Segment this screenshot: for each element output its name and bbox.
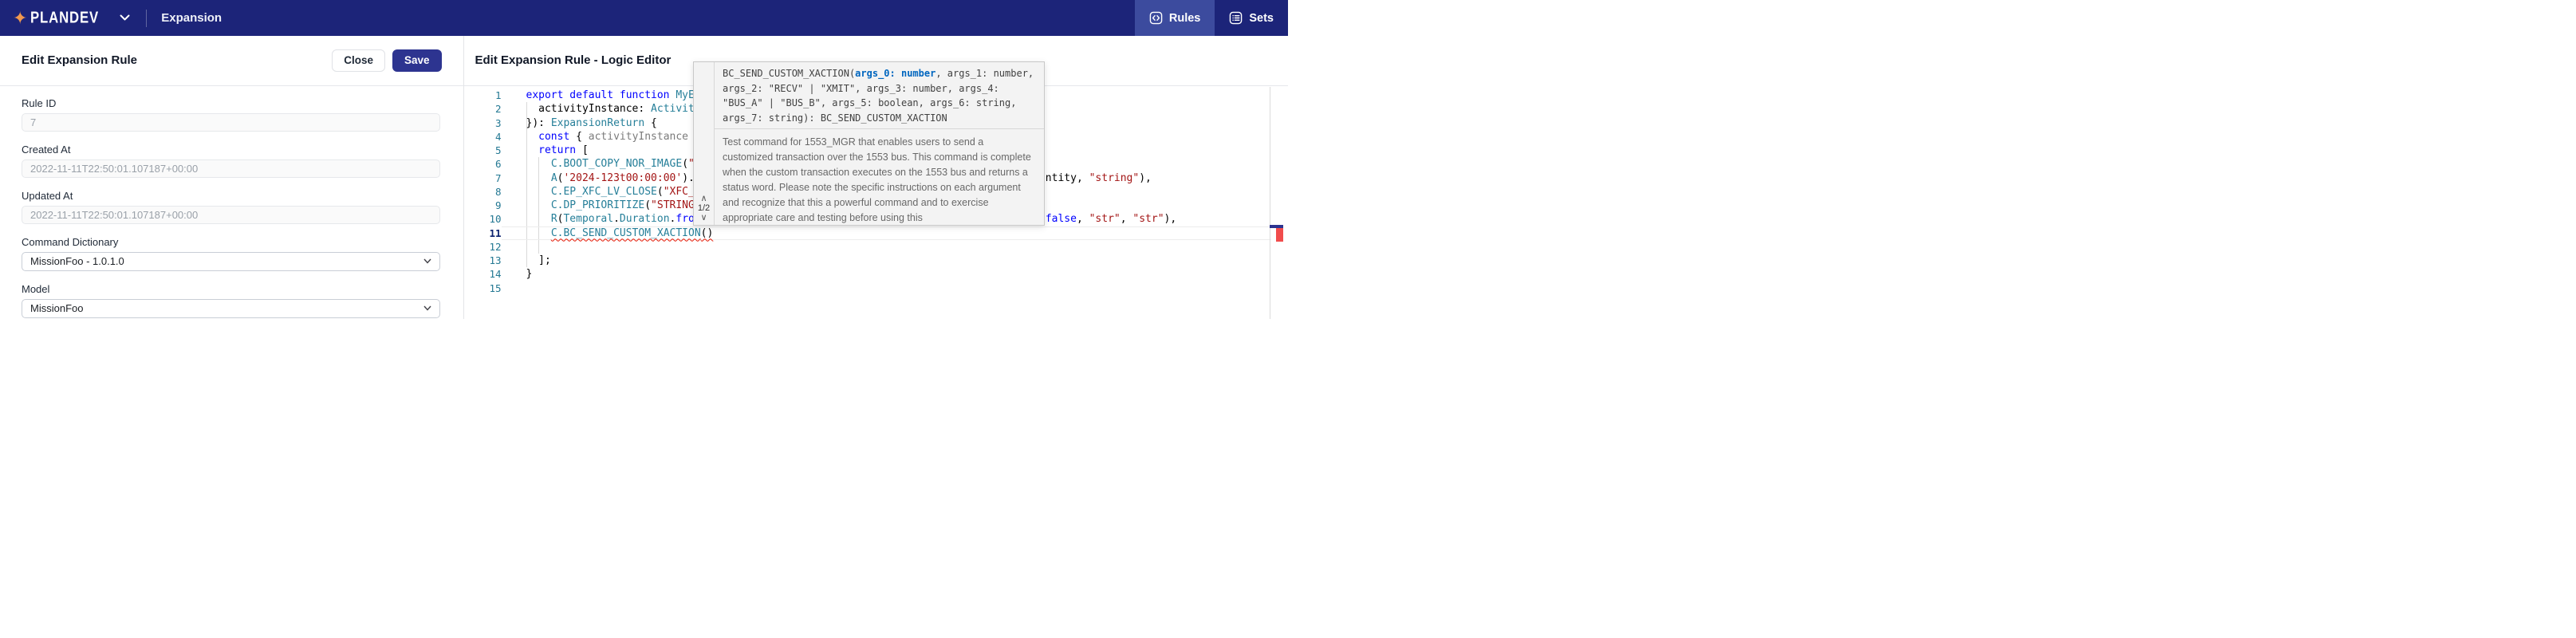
line-number: 7	[494, 171, 502, 184]
panel-title: Edit Expansion Rule	[22, 53, 138, 68]
created-at-label: Created At	[22, 143, 71, 156]
chevron-down-icon	[423, 305, 431, 311]
overview-error-marker	[1276, 227, 1283, 242]
line-number: 3	[494, 116, 502, 129]
page-title: Expansion	[161, 11, 223, 25]
hint-documentation: Test command for 1553_MGR that enables u…	[723, 136, 1031, 223]
command-dictionary-value: MissionFoo - 1.0.1.0	[30, 255, 124, 267]
hint-next-button[interactable]: ∨	[700, 212, 707, 223]
hint-signature: BC_SEND_CUSTOM_XACTION(args_0: number, a…	[715, 62, 1044, 129]
nav-tab-sets[interactable]: Sets	[1215, 0, 1288, 36]
list-icon	[1229, 11, 1243, 25]
model-label: Model	[22, 282, 50, 295]
line-number: 2	[494, 103, 502, 116]
model-value: MissionFoo	[30, 302, 84, 314]
code-line[interactable]: 5 return [	[464, 144, 1289, 157]
code-line[interactable]: 15	[464, 282, 1289, 295]
nav-divider	[146, 9, 148, 27]
code-line[interactable]: 11 C.BC_SEND_CUSTOM_XACTION()	[464, 226, 1289, 240]
edit-rule-panel: Edit Expansion Rule Close Save Rule ID 7…	[0, 36, 464, 319]
close-button[interactable]: Close	[332, 49, 385, 72]
line-number: 6	[494, 158, 502, 171]
logo-menu[interactable]: ✦ PLANDEV	[13, 7, 130, 28]
line-number: 11	[489, 226, 502, 239]
line-number: 12	[489, 240, 502, 253]
chevron-down-icon[interactable]	[120, 14, 130, 22]
code-line[interactable]: 2 activityInstance: ActivityT	[464, 102, 1289, 116]
rule-id-label: Rule ID	[22, 96, 57, 109]
logo-text: PLANDEV	[30, 8, 100, 27]
chevron-down-icon	[423, 258, 431, 264]
code-line[interactable]: 13 ];	[464, 254, 1289, 267]
command-dictionary-select[interactable]: MissionFoo - 1.0.1.0	[22, 251, 440, 271]
code-brackets-icon	[1149, 11, 1163, 25]
hint-prev-button[interactable]: ∧	[700, 193, 707, 203]
line-number: 15	[489, 282, 502, 294]
line-number: 10	[489, 213, 502, 226]
updated-at-field: 2022-11-11T22:50:01.107187+00:00	[22, 205, 440, 224]
code-line[interactable]: 14}	[464, 267, 1289, 281]
logic-editor-title: Edit Expansion Rule - Logic Editor	[475, 53, 672, 68]
rule-id-field: 7	[22, 112, 440, 132]
code-line[interactable]: 12	[464, 240, 1289, 254]
created-at-field: 2022-11-11T22:50:01.107187+00:00	[22, 159, 440, 178]
command-dictionary-label: Command Dictionary	[22, 235, 119, 248]
save-button[interactable]: Save	[392, 49, 442, 72]
line-number: 5	[494, 144, 502, 156]
parameter-hint-popup: ∧ 1/2 ∨ BC_SEND_CUSTOM_XACTION(args_0: n…	[693, 61, 1045, 226]
logo-star-icon: ✦	[13, 7, 28, 28]
indent-guide	[538, 157, 539, 254]
line-number: 14	[489, 268, 502, 281]
code-fragment: .quantity, "string"),	[1020, 171, 1152, 184]
code-line[interactable]: 3}): ExpansionReturn {	[464, 116, 1289, 130]
line-number: 13	[489, 254, 502, 266]
indent-guide	[526, 102, 527, 268]
updated-at-label: Updated At	[22, 189, 73, 202]
nav-tab-rules-label: Rules	[1168, 11, 1201, 25]
line-number: 4	[494, 130, 502, 143]
line-number: 9	[494, 199, 502, 211]
app-root: ✦ PLANDEV Expansion Rules Sets Edit Expa…	[0, 0, 1288, 319]
hint-pagination: 1/2	[697, 203, 711, 213]
line-number: 8	[494, 185, 502, 198]
nav-tab-rules[interactable]: Rules	[1134, 0, 1215, 36]
nav-tab-sets-label: Sets	[1249, 11, 1274, 25]
code-line[interactable]: 9 C.DP_PRIORITIZE("STRING",	[464, 199, 1289, 212]
model-select[interactable]: MissionFoo	[22, 298, 440, 318]
overview-cursor-marker	[1270, 225, 1283, 228]
top-navbar: ✦ PLANDEV Expansion Rules Sets	[0, 0, 1288, 36]
line-number: 1	[494, 89, 502, 101]
